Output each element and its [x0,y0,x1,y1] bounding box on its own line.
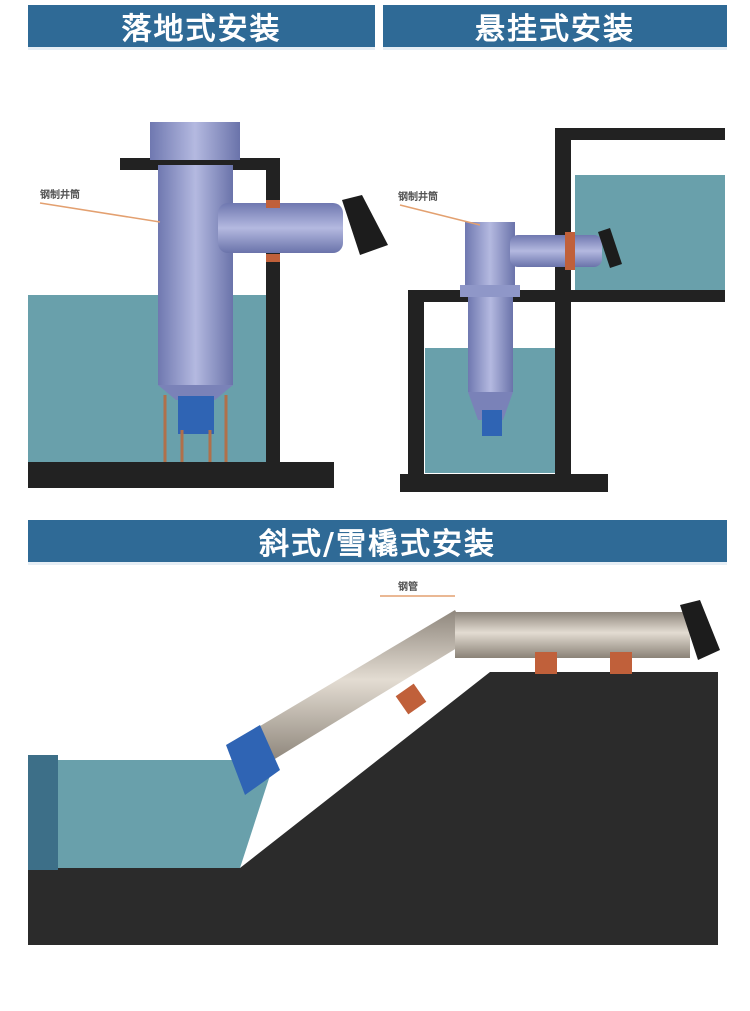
steel-shaft-label: 钢制井筒 [40,188,80,201]
hanging-install-diagram: 钢制井筒 [398,128,725,492]
steel-shaft-label-2: 钢制井筒 [398,190,438,203]
steel-pipe-label: 钢管 [398,580,418,593]
inclined-install-header: 斜式/雪橇式安装 [28,520,727,565]
hanging-install-header: 悬挂式安装 [383,5,727,50]
floor-install-diagram: 钢制井筒 [28,122,388,488]
floor-install-header: 落地式安装 [28,5,375,50]
inclined-install-diagram: 钢管 [28,580,720,945]
